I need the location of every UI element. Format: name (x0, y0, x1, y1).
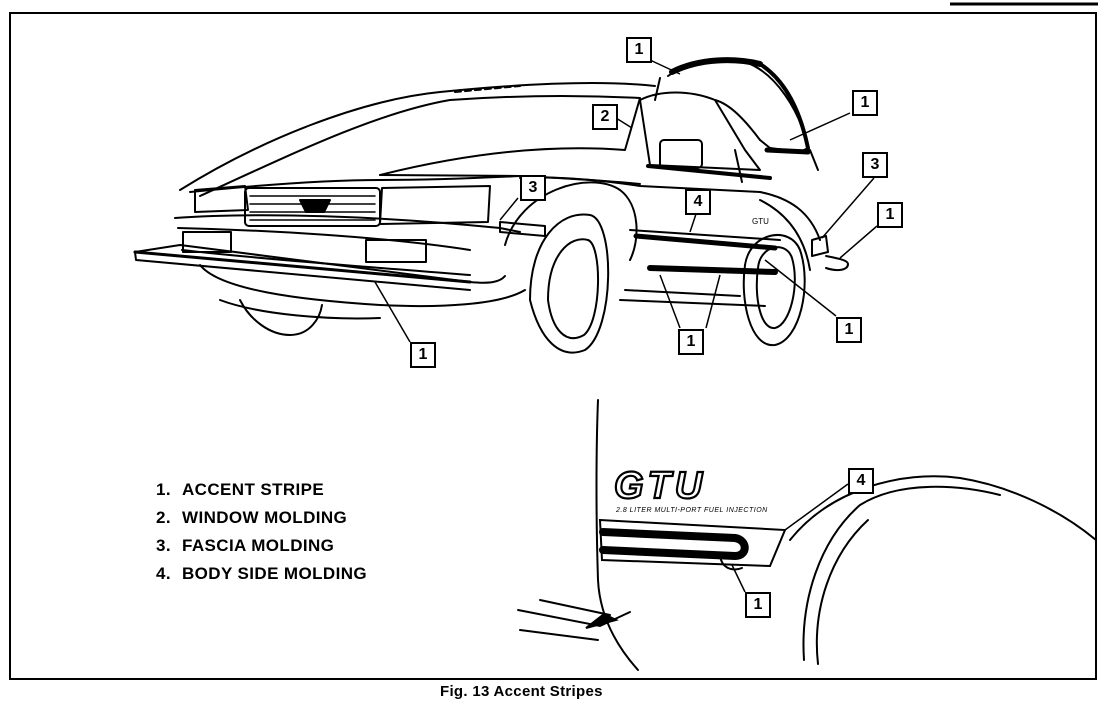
callout-rear-bumper: 1 (877, 202, 903, 228)
car-illustration: GTU (134, 59, 849, 354)
legend-number: 1. (156, 480, 171, 499)
legend-item-body-side-molding: 4. BODY SIDE MOLDING (156, 560, 367, 588)
callout-window-right: 1 (852, 90, 878, 116)
legend-label: FASCIA MOLDING (182, 536, 335, 555)
callout-rocker-rear: 1 (836, 317, 862, 343)
callout-detail-molding: 4 (848, 468, 874, 494)
legend-number: 4. (156, 564, 171, 583)
legend-item-fascia-molding: 3. FASCIA MOLDING (156, 532, 367, 560)
accent-stripes (133, 57, 811, 284)
legend-label: BODY SIDE MOLDING (182, 564, 368, 583)
callout-front-bumper: 1 (410, 342, 436, 368)
callout-rocker-front: 1 (678, 329, 704, 355)
svg-text:GTU: GTU (752, 217, 769, 226)
detail-leader-lines (731, 483, 849, 593)
badge-logo-text: GTU (614, 465, 706, 507)
gtu-badge: GTU 2.8 LITER MULTI-PORT FUEL INJECTION (613, 464, 768, 514)
callout-window-molding: 2 (592, 104, 618, 130)
legend-number: 2. (156, 508, 171, 527)
figure-caption: Fig. 13 Accent Stripes (440, 683, 603, 700)
callout-detail-stripe: 1 (745, 592, 771, 618)
legend-label: ACCENT STRIPE (182, 480, 325, 499)
legend-label: WINDOW MOLDING (182, 508, 348, 527)
badge-sub-text: 2.8 LITER MULTI-PORT FUEL INJECTION (615, 507, 768, 514)
detail-inset (517, 399, 1097, 671)
legend-number: 3. (156, 536, 171, 555)
legend-item-accent-stripe: 1. ACCENT STRIPE (156, 476, 367, 504)
legend: 1. ACCENT STRIPE 2. WINDOW MOLDING 3. FASCI… (156, 476, 367, 588)
legend-item-window-molding: 2. WINDOW MOLDING (156, 504, 367, 532)
callout-window-top: 1 (626, 37, 652, 63)
leader-lines (374, 59, 878, 343)
callout-body-side-molding: 4 (685, 189, 711, 215)
callout-fascia-front: 3 (520, 175, 546, 201)
callout-fascia-rear: 3 (862, 152, 888, 178)
